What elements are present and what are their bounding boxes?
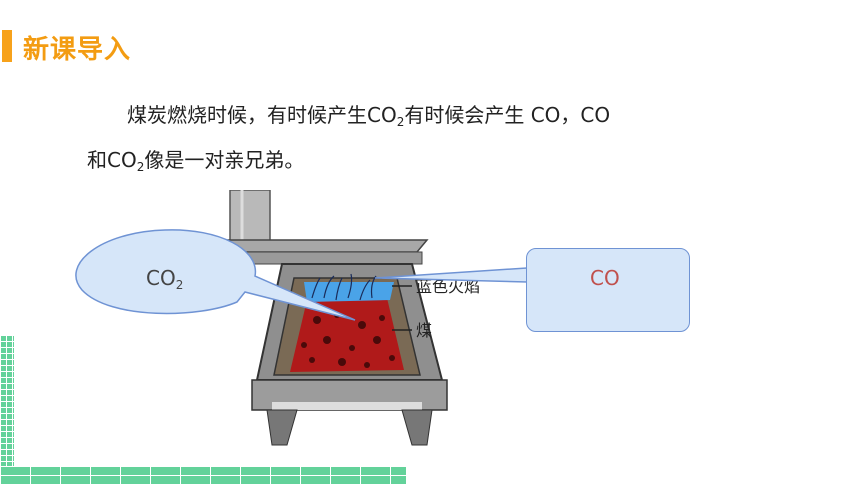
flame-label: 蓝色火焰: [416, 277, 480, 296]
co-callout-label: CO: [590, 266, 620, 290]
title-accent-bar: [2, 30, 12, 62]
coal-label: 煤: [416, 321, 432, 340]
co-callout-box: [526, 248, 690, 332]
page-title: 新课导入: [23, 35, 132, 65]
bottom-grid-decoration: [0, 466, 406, 484]
left-grid-decoration: [0, 335, 14, 484]
co2-callout-label: CO2: [146, 266, 184, 292]
intro-paragraph: 煤炭燃烧时候，有时候产生CO2有时候会产生 CO，CO 和CO2像是一对亲兄弟。: [87, 96, 657, 186]
coal-texture: [301, 312, 395, 368]
coal-stove-illustration: 蓝色火焰 煤: [215, 190, 480, 446]
intro-line-2: 和CO2像是一对亲兄弟。: [87, 148, 305, 174]
intro-line-1: 煤炭燃烧时候，有时候产生CO2有时候会产生 CO，CO: [127, 103, 611, 129]
